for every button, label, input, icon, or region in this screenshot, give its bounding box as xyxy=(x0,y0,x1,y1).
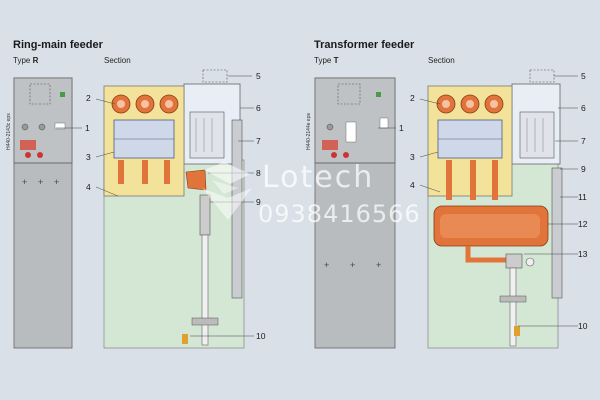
transformer-leader-lines xyxy=(378,75,578,327)
svg-text:+: + xyxy=(376,260,381,270)
watermark-phone: 0938416566 xyxy=(258,200,421,228)
transformer-callout-10: 10 xyxy=(578,321,588,331)
ring-main-front-panel: + + + xyxy=(13,77,73,349)
transformer-callout-5: 5 xyxy=(581,71,586,81)
transformer-title: Transformer feeder xyxy=(314,39,415,51)
ring-main-callout-2: 2 xyxy=(86,93,91,103)
transformer-callout-11: 11 xyxy=(578,192,587,202)
watermark-brand: Lotech xyxy=(262,160,375,195)
transformer-type-prefix: Type xyxy=(314,56,334,65)
transformer-type: Type T xyxy=(314,56,338,65)
ring-main-callout-4: 4 xyxy=(86,182,91,192)
ring-main-callout-6: 6 xyxy=(256,103,261,113)
svg-text:+: + xyxy=(324,260,329,270)
ring-main-callout-3: 3 xyxy=(86,152,91,162)
transformer-callout-6: 6 xyxy=(581,103,586,113)
svg-text:+: + xyxy=(54,177,59,187)
ring-main-callout-5: 5 xyxy=(256,71,261,81)
ring-main-type-letter: R xyxy=(32,56,39,65)
transformer-callout-7: 7 xyxy=(581,136,586,146)
transformer-callout-12: 12 xyxy=(578,219,588,229)
transformer-callout-9: 9 xyxy=(581,164,586,174)
transformer-callout-13: 13 xyxy=(578,249,588,259)
watermark-logo-icon xyxy=(194,160,264,222)
ring-main-type: Type R xyxy=(13,56,38,65)
ring-main-code: H440-2143c eps xyxy=(6,113,12,150)
transformer-type-letter: T xyxy=(333,56,339,65)
ring-main-title: Ring-main feeder xyxy=(13,39,103,51)
transformer-section-drawing xyxy=(427,69,563,349)
transformer-callout-2: 2 xyxy=(410,93,415,103)
ring-main-callout-1: 1 xyxy=(85,123,90,133)
transformer-callout-1: 1 xyxy=(399,123,404,133)
ring-main-callout-8: 8 xyxy=(256,168,261,178)
ring-main-type-prefix: Type xyxy=(13,56,33,65)
transformer-section-label: Section xyxy=(428,56,455,65)
svg-text:+: + xyxy=(38,177,43,187)
svg-text:+: + xyxy=(22,177,27,187)
transformer-front-panel: + + + xyxy=(314,77,396,349)
transformer-callout-4: 4 xyxy=(410,180,415,190)
ring-main-callout-9: 9 xyxy=(256,197,261,207)
ring-main-callout-7: 7 xyxy=(256,136,261,146)
transformer-code: H440-2144e eps xyxy=(306,113,312,150)
ring-main-section-label: Section xyxy=(104,56,131,65)
ring-main-callout-10: 10 xyxy=(256,331,266,341)
ring-main-section-drawing xyxy=(103,69,245,349)
svg-text:+: + xyxy=(350,260,355,270)
transformer-callout-3: 3 xyxy=(410,152,415,162)
